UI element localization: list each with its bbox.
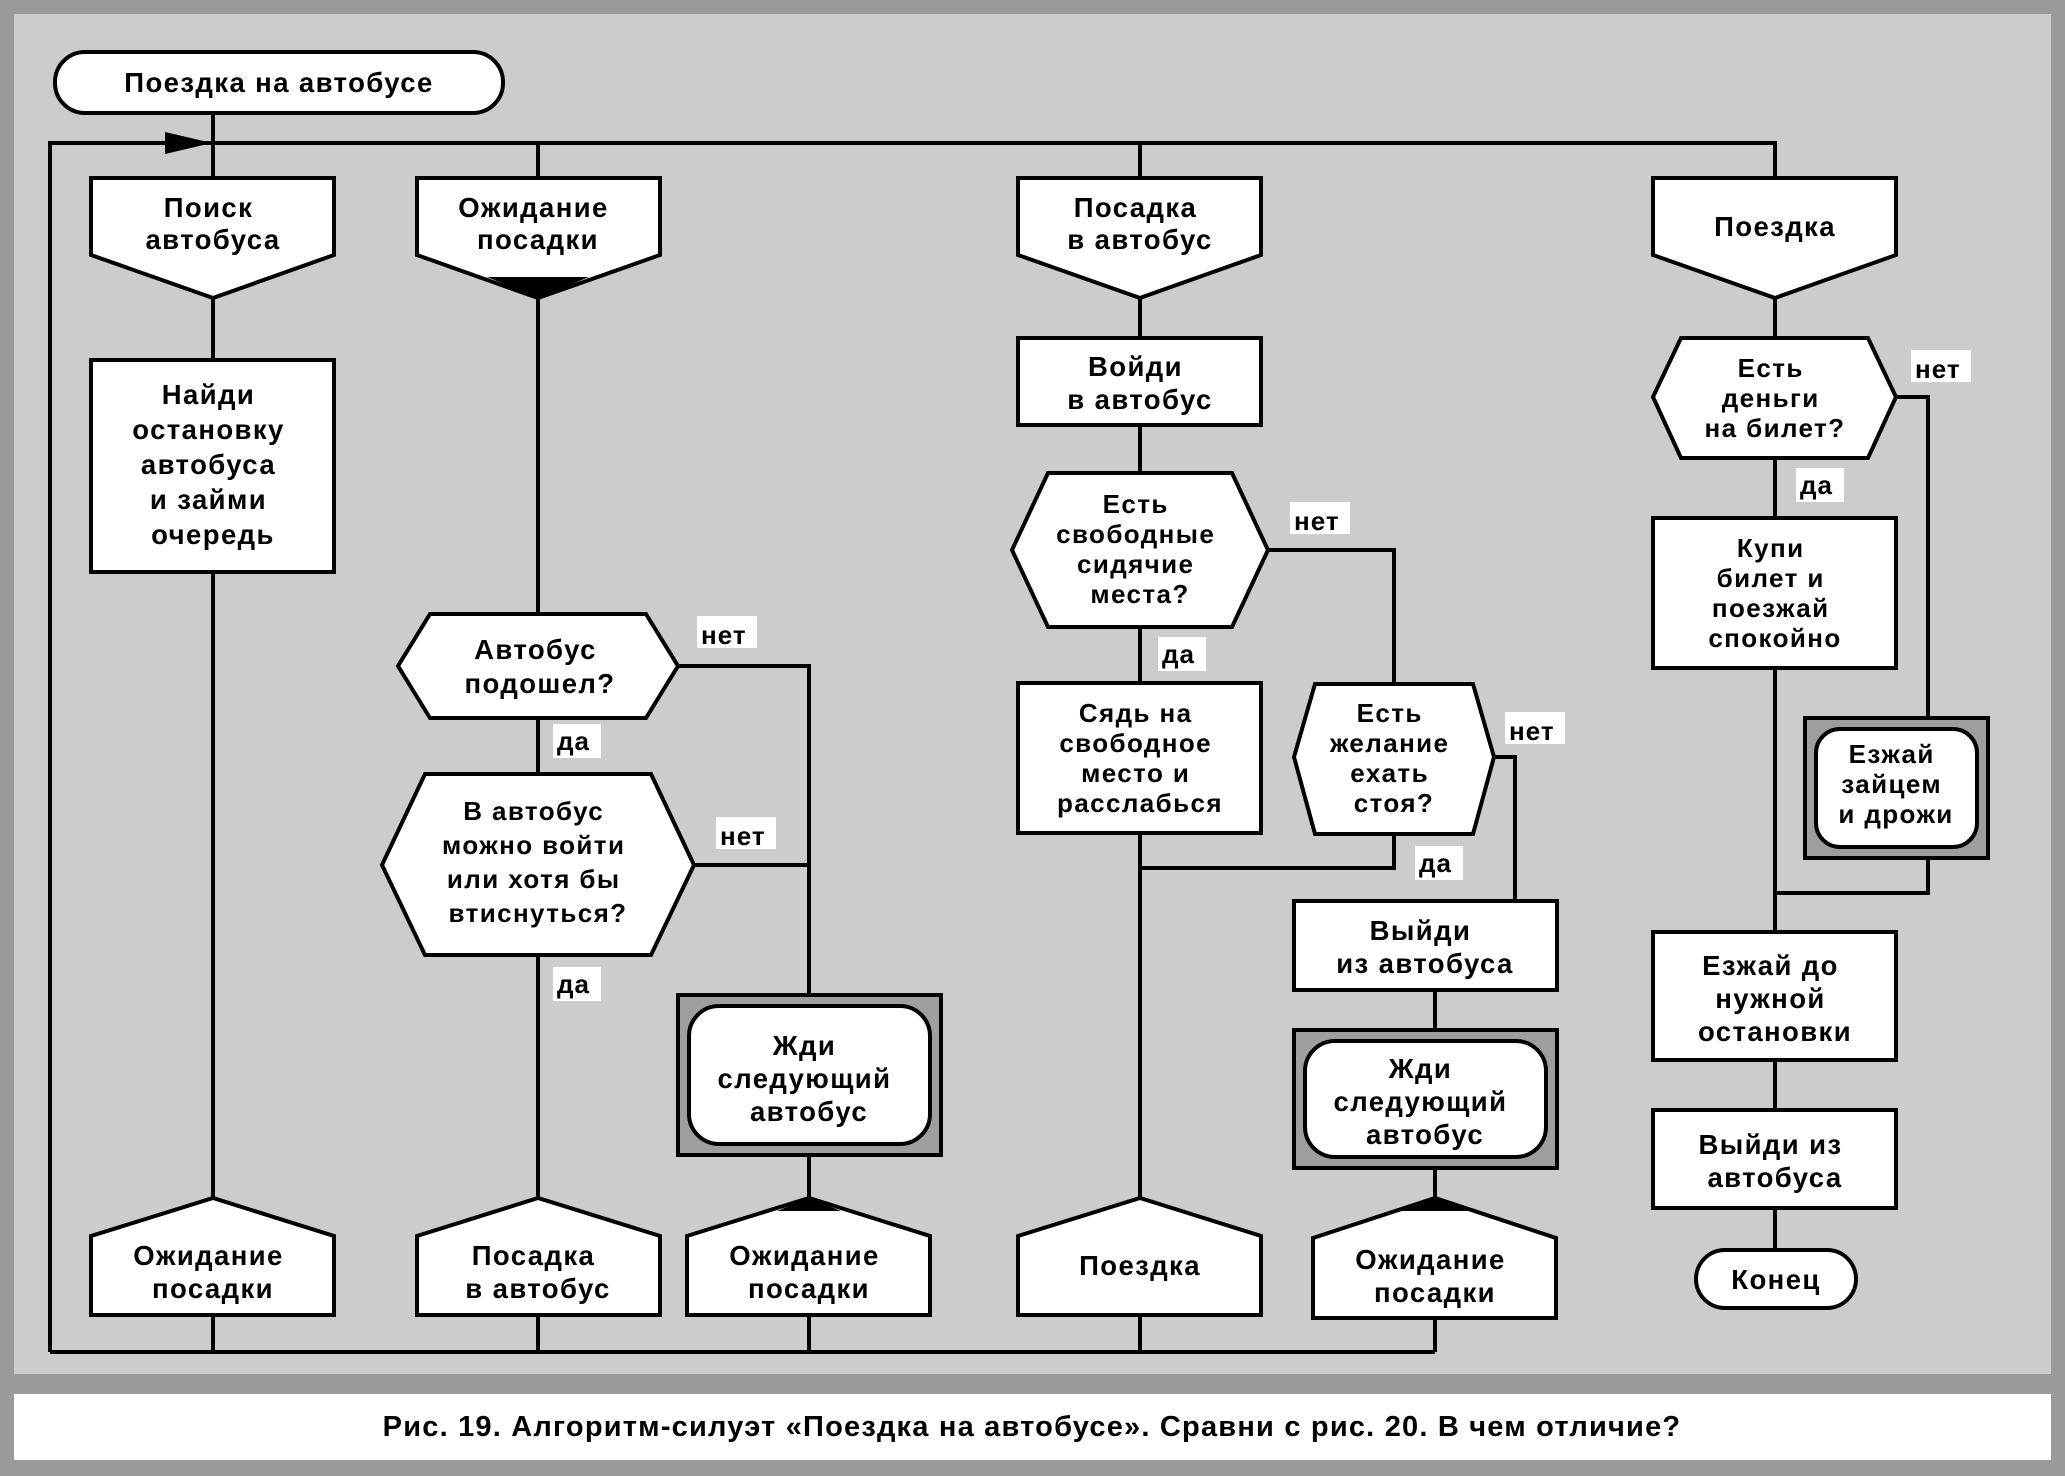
action-sit-down (1016, 681, 1263, 835)
question-can-enter (379, 772, 697, 957)
header-boarding-text: Посадка в автобус (1067, 192, 1212, 255)
address-to-trip (1016, 1195, 1263, 1317)
branch-header-boarding (1016, 176, 1263, 301)
question-money (1650, 336, 1899, 460)
label-no: нет (1294, 506, 1340, 536)
ride-free (1814, 727, 1979, 849)
footer-waiting-3-text: Ожидание посадки (1355, 1244, 1515, 1308)
can-enter-text: В автобус можно войти или хотя бы втисну… (442, 796, 634, 928)
stand-text: Есть желание ехать стоя? (1329, 698, 1458, 818)
end-terminator (1694, 1248, 1858, 1310)
question-stand (1291, 682, 1497, 836)
wait-next-bus-2 (1303, 1039, 1548, 1159)
footer-boarding-text: Посадка в автобус (465, 1240, 610, 1304)
footer-trip-text: Поездка (1079, 1250, 1201, 1281)
action-exit-bus-final (1651, 1108, 1898, 1210)
header-trip-text: Поездка (1714, 211, 1836, 242)
action-buy-ticket (1651, 516, 1898, 670)
address-to-waiting-1 (89, 1195, 336, 1317)
branch-header-waiting (415, 176, 662, 301)
action-exit-bus (1292, 899, 1559, 992)
question-bus-arrived (395, 612, 681, 720)
wait-next-2-text: Жди следующий автобус (1334, 1053, 1517, 1150)
loop-arrow-icon (165, 132, 212, 154)
header-search-text: Поиск автобуса (145, 192, 280, 255)
footer-search-text: Ожидание посадки (133, 1240, 293, 1304)
branch-labels: нет да нет да нет да нет да нет да (553, 350, 1971, 1001)
label-no: нет (720, 821, 766, 851)
address-to-waiting-3 (1311, 1195, 1558, 1320)
bus-arrived-text: Автобус подошел? (465, 634, 616, 699)
buy-ticket-text: Купи билет и поезжай спокойно (1708, 533, 1841, 653)
label-no: нет (701, 620, 747, 650)
action-enter-bus (1016, 336, 1263, 427)
ride-free-text: Езжай зайцем и дрожи (1838, 739, 1953, 829)
exit-bus-text: Выйди из автобуса (1336, 915, 1514, 979)
figure-caption: Рис. 19. Алгоритм-силуэт «Поездка на авт… (383, 1411, 1682, 1443)
branch-header-search (89, 176, 336, 301)
enter-bus-text: Войди в автобус (1067, 351, 1212, 415)
shuttle-markers (487, 277, 1470, 1211)
end-text: Конец (1731, 1264, 1820, 1295)
label-yes: да (1419, 848, 1452, 878)
wait-next-bus-1 (687, 1004, 932, 1146)
caption-panel (14, 1394, 2051, 1460)
action-find-stop (89, 358, 336, 574)
footer-waiting-2-text: Ожидание посадки (729, 1240, 889, 1304)
title-text: Поездка на автобусе (124, 67, 433, 98)
label-yes: да (557, 969, 590, 999)
address-to-waiting-2 (685, 1195, 932, 1317)
find-stop-text: Найди остановку автобуса и займи очередь (132, 379, 294, 550)
money-text: Есть деньги на билет? (1705, 353, 1846, 443)
title-terminator (53, 50, 505, 115)
action-ride-to-stop (1651, 930, 1898, 1062)
connector-lines (48, 113, 1930, 1354)
ride-to-stop-text: Езжай до нужной остановки (1698, 950, 1852, 1047)
sit-down-text: Сядь на свободное место и расслабься (1057, 698, 1223, 818)
label-no: нет (1915, 354, 1961, 384)
label-yes: да (557, 726, 590, 756)
branch-header-trip (1651, 176, 1898, 301)
exit-bus-final-text: Выйди из автобуса (1698, 1129, 1851, 1193)
address-to-boarding (415, 1195, 662, 1317)
label-yes: да (1162, 639, 1195, 669)
question-free-seats (1009, 471, 1271, 629)
free-seats-text: Есть свободные сидячие места? (1056, 489, 1224, 609)
label-no: нет (1509, 716, 1555, 746)
wait-next-1-text: Жди следующий автобус (718, 1030, 901, 1127)
header-waiting-text: Ожидание посадки (458, 192, 618, 255)
label-yes: да (1800, 470, 1833, 500)
